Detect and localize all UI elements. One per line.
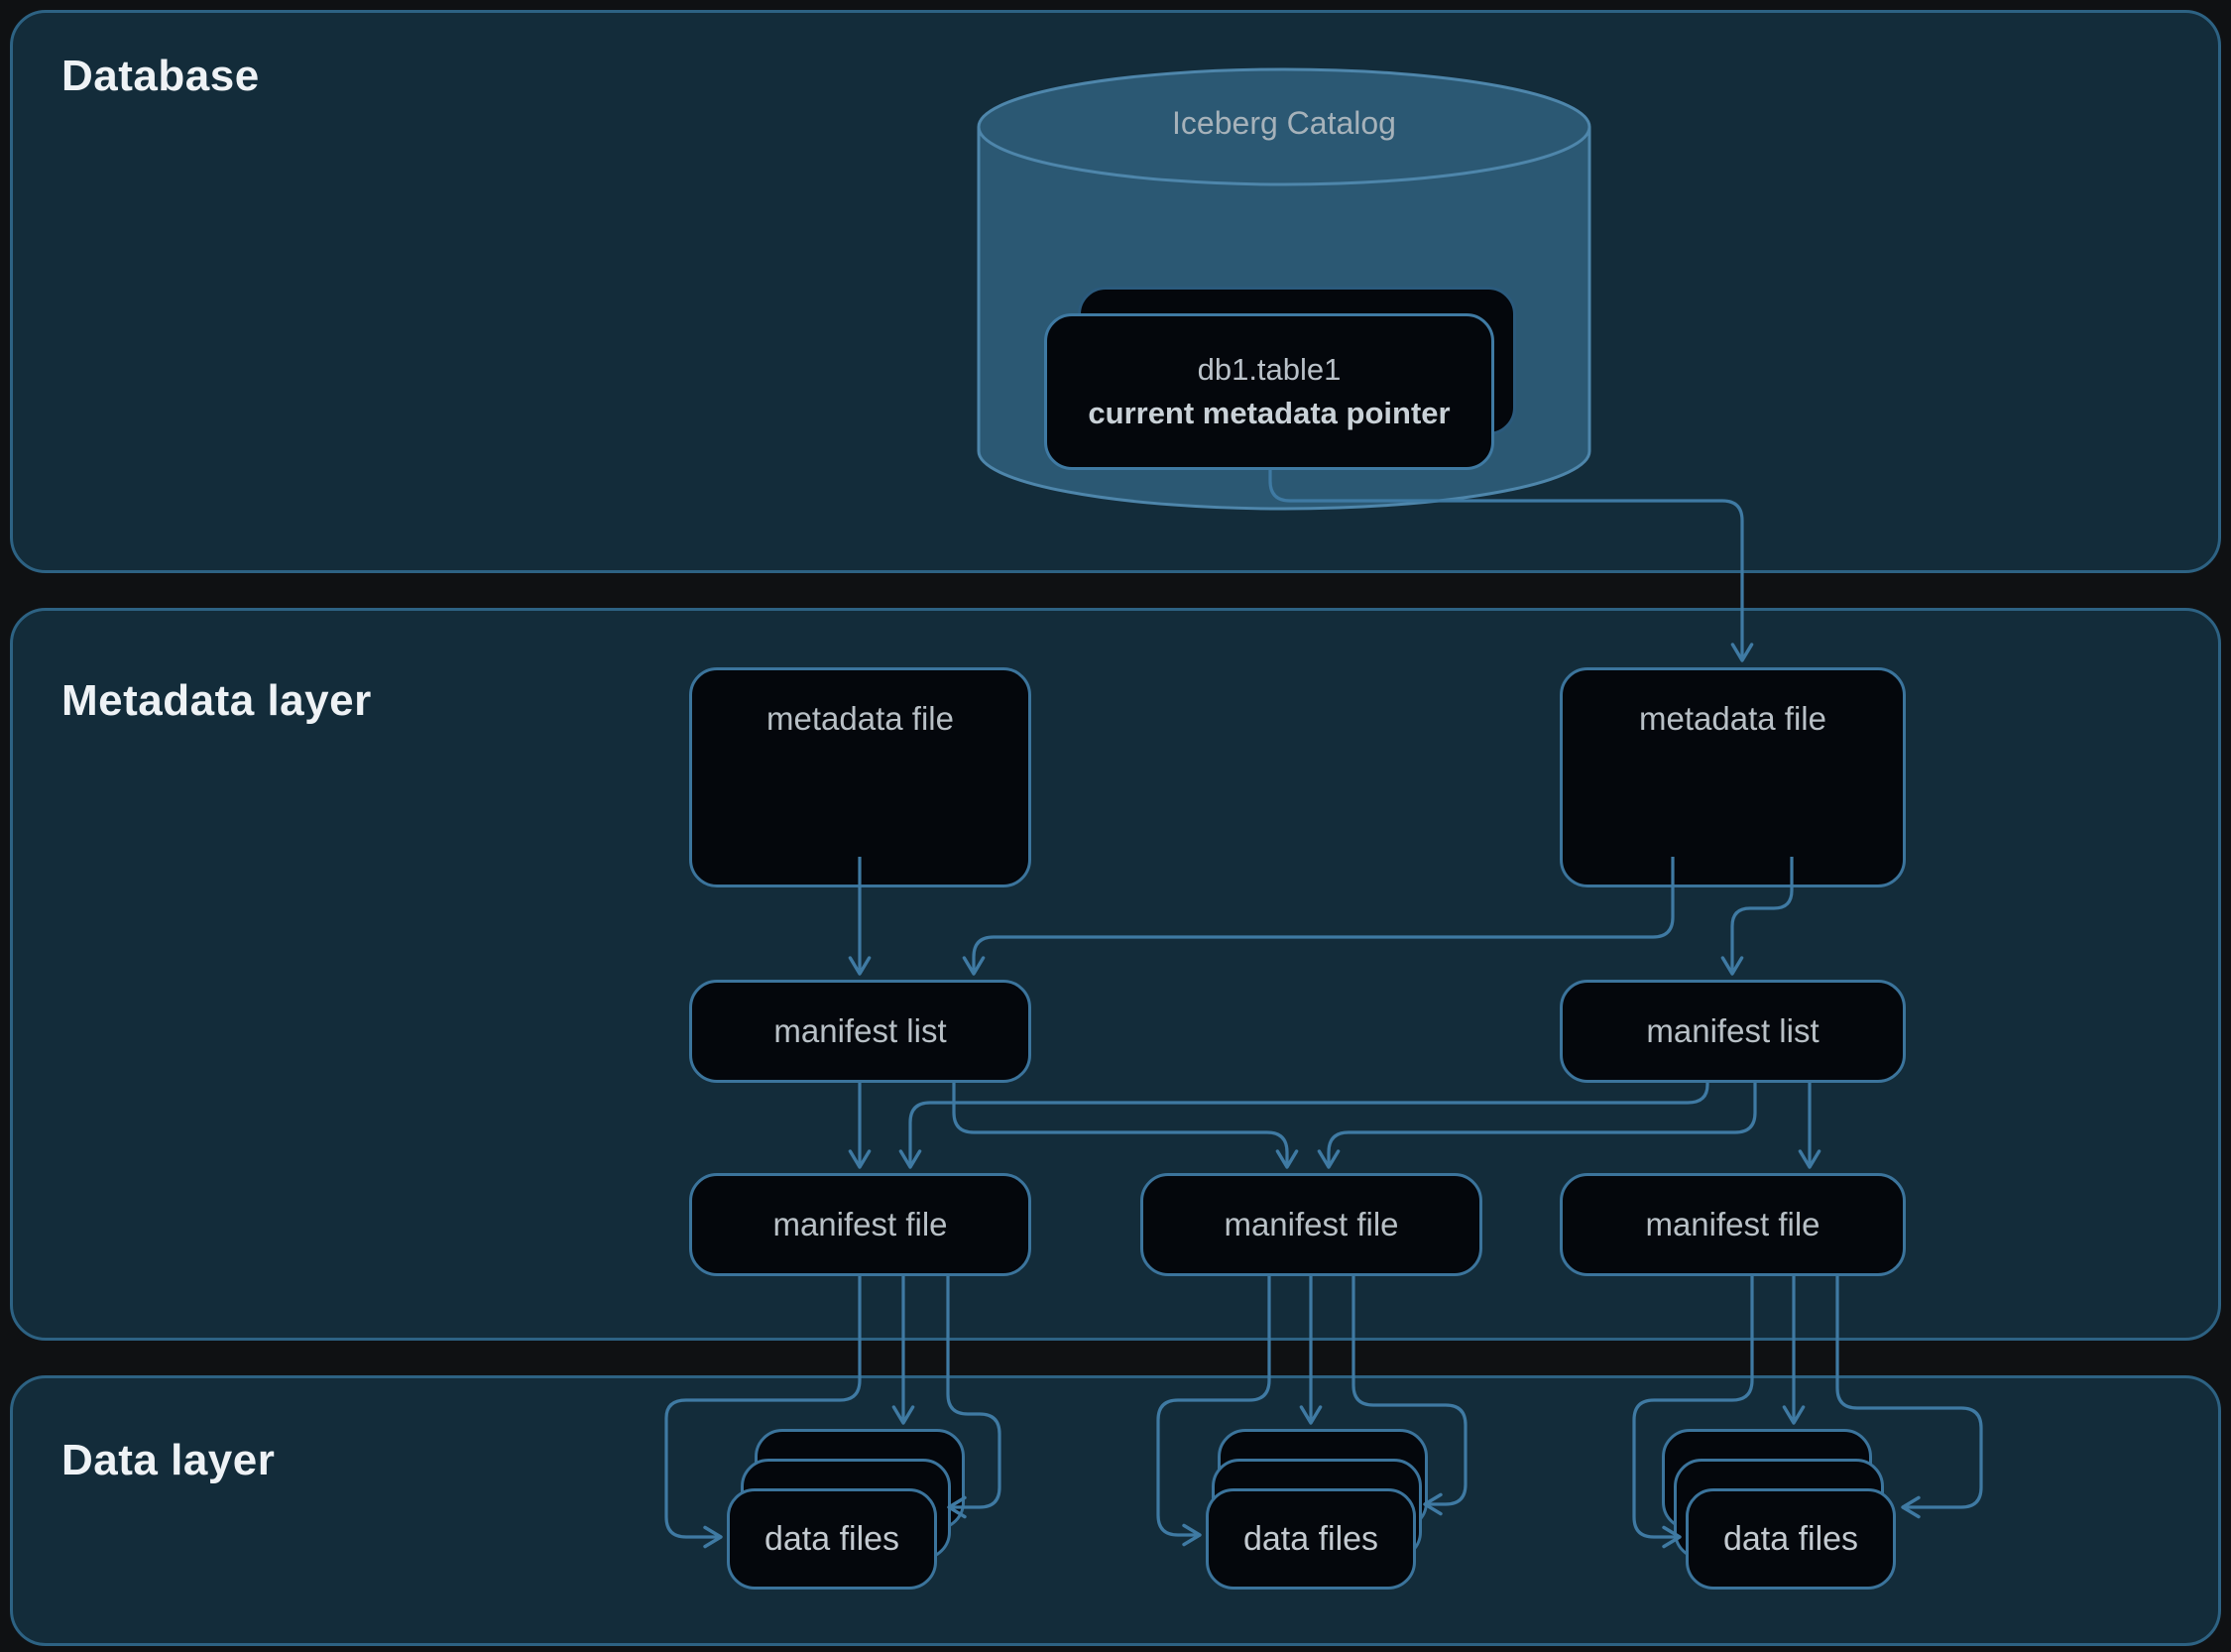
- manifest-file-center: manifest file: [1140, 1173, 1482, 1276]
- manifest-file-center-label: manifest file: [1224, 1206, 1399, 1242]
- metadata-layer-section-label: Metadata layer: [61, 676, 372, 725]
- data-files-left: data files: [727, 1488, 937, 1590]
- catalog-title: Iceberg Catalog: [1172, 105, 1396, 141]
- manifest-file-left: manifest file: [689, 1173, 1031, 1276]
- manifest-list-left-label: manifest list: [773, 1012, 947, 1049]
- manifest-list-right: manifest list: [1560, 980, 1906, 1083]
- pointer-description: current metadata pointer: [1088, 396, 1451, 430]
- metadata-file-left: metadata file: [689, 667, 1031, 887]
- data-layer-section-label: Data layer: [61, 1436, 276, 1484]
- manifest-list-left: manifest list: [689, 980, 1031, 1083]
- manifest-file-right-label: manifest file: [1645, 1206, 1820, 1242]
- data-files-right-label: data files: [1722, 1519, 1859, 1558]
- metadata-file-left-label: metadata file: [766, 700, 954, 737]
- metadata-file-right-label: metadata file: [1639, 700, 1826, 737]
- manifest-file-right: manifest file: [1560, 1173, 1906, 1276]
- data-files-right: data files: [1686, 1488, 1896, 1590]
- metadata-file-right: metadata file: [1560, 667, 1906, 887]
- manifest-file-left-label: manifest file: [772, 1206, 948, 1242]
- data-files-center-label: data files: [1242, 1519, 1379, 1558]
- manifest-list-right-label: manifest list: [1646, 1012, 1820, 1049]
- database-section-label: Database: [61, 52, 260, 100]
- data-files-center: data files: [1206, 1488, 1416, 1590]
- data-files-left-label: data files: [763, 1519, 900, 1558]
- metadata-pointer-box: db1.table1 current metadata pointer: [1044, 313, 1494, 470]
- pointer-table-name: db1.table1: [1197, 352, 1342, 387]
